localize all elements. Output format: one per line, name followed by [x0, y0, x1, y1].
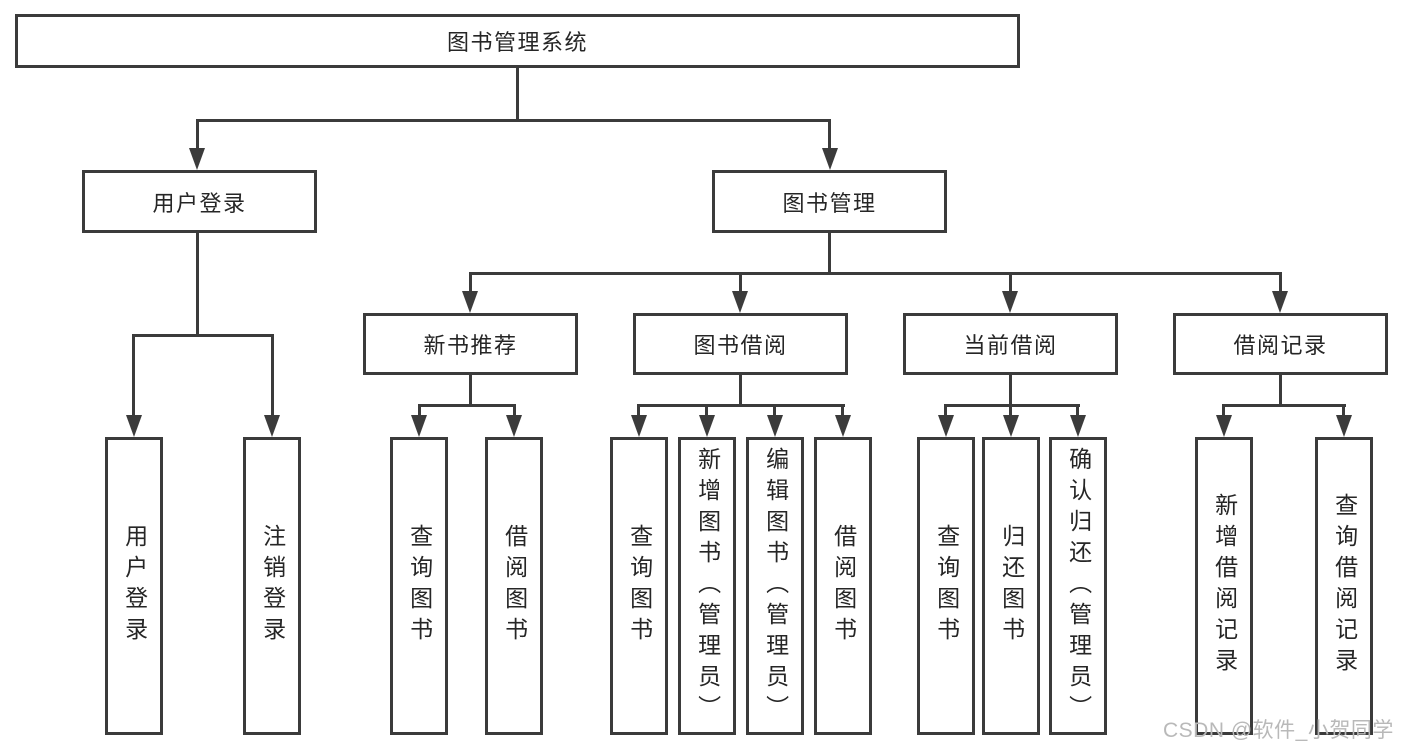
leaf-edit-books-admin: 编辑图书（管理员）: [746, 437, 804, 735]
connector-root-drop-left: [196, 119, 199, 150]
node-label: 归还图书: [998, 524, 1025, 648]
node-label: 查询图书: [933, 524, 960, 648]
connector-recommend-drop-1: [418, 404, 421, 417]
connector-root-stem: [516, 67, 519, 122]
node-label: 新增图书（管理员）: [694, 446, 721, 726]
node-label: 查询图书: [626, 524, 653, 648]
leaf-add-borrow-record: 新增借阅记录: [1195, 437, 1253, 735]
connector-current-crossbar: [944, 404, 1080, 407]
node-current-borrowing: 当前借阅: [903, 313, 1118, 375]
arrowhead-down-icon: [835, 415, 851, 437]
arrowhead-down-icon: [631, 415, 647, 437]
connector-user-login-drop-left: [132, 334, 135, 418]
leaf-query-books-current: 查询图书: [917, 437, 975, 735]
node-label: 新增借阅记录: [1211, 493, 1238, 679]
node-label: 注销登录: [259, 524, 286, 648]
node-borrowing-records: 借阅记录: [1173, 313, 1388, 375]
node-label: 编辑图书（管理员）: [762, 446, 789, 726]
connector-recommend-stem: [469, 375, 472, 407]
arrowhead-down-icon: [822, 148, 838, 170]
arrowhead-down-icon: [1272, 291, 1288, 313]
connector-book-mgmt-drop-2: [739, 272, 742, 293]
arrowhead-down-icon: [1003, 415, 1019, 437]
leaf-add-books-admin: 新增图书（管理员）: [678, 437, 736, 735]
connector-current-stem: [1009, 375, 1012, 407]
arrowhead-down-icon: [767, 415, 783, 437]
connector-borrowing-drop-4: [841, 404, 844, 417]
connector-book-mgmt-drop-4: [1279, 272, 1282, 293]
connector-user-login-drop-right: [271, 334, 274, 418]
connector-borrowing-crossbar: [637, 404, 845, 407]
leaf-return-books: 归还图书: [982, 437, 1040, 735]
arrowhead-down-icon: [1336, 415, 1352, 437]
node-label: 当前借阅: [963, 333, 1058, 358]
leaf-borrow-books-borrowing: 借阅图书: [814, 437, 872, 735]
leaf-query-borrow-record: 查询借阅记录: [1315, 437, 1373, 735]
connector-user-login-crossbar: [132, 334, 274, 337]
connector-current-drop-3: [1076, 404, 1079, 417]
leaf-query-books-borrowing: 查询图书: [610, 437, 668, 735]
arrowhead-down-icon: [189, 148, 205, 170]
arrowhead-down-icon: [1002, 291, 1018, 313]
connector-current-drop-2: [1009, 404, 1012, 417]
node-label: 新书推荐: [423, 333, 518, 358]
connector-records-drop-2: [1342, 404, 1345, 417]
leaf-user-login: 用户登录: [105, 437, 163, 735]
connector-root-crossbar: [196, 119, 831, 122]
node-book-borrowing: 图书借阅: [633, 313, 848, 375]
connector-current-drop-1: [944, 404, 947, 417]
node-label: 图书管理系统: [446, 30, 588, 55]
connector-borrowing-drop-1: [637, 404, 640, 417]
node-new-book-recommendation: 新书推荐: [363, 313, 578, 375]
connector-recommend-crossbar: [418, 404, 516, 407]
arrowhead-down-icon: [126, 415, 142, 437]
connector-records-drop-1: [1222, 404, 1225, 417]
node-label: 借阅记录: [1233, 333, 1328, 358]
leaf-query-books-recommend: 查询图书: [390, 437, 448, 735]
connector-records-crossbar: [1222, 404, 1346, 407]
connector-records-stem: [1279, 375, 1282, 407]
arrowhead-down-icon: [462, 291, 478, 313]
arrowhead-down-icon: [938, 415, 954, 437]
arrowhead-down-icon: [1216, 415, 1232, 437]
node-library-management-system: 图书管理系统: [15, 14, 1020, 68]
node-label: 借阅图书: [501, 524, 528, 648]
node-book-management: 图书管理: [712, 170, 947, 233]
connector-book-mgmt-crossbar: [469, 272, 1282, 275]
leaf-borrow-books-recommend: 借阅图书: [485, 437, 543, 735]
connector-root-drop-right: [828, 119, 831, 150]
node-label: 查询借阅记录: [1331, 493, 1358, 679]
connector-borrowing-drop-3: [773, 404, 776, 417]
node-label: 图书借阅: [693, 333, 788, 358]
arrowhead-down-icon: [264, 415, 280, 437]
node-user-login: 用户登录: [82, 170, 317, 233]
arrowhead-down-icon: [732, 291, 748, 313]
connector-book-mgmt-stem: [828, 233, 831, 275]
connector-book-mgmt-drop-3: [1009, 272, 1012, 293]
node-label: 图书管理: [782, 190, 877, 216]
connector-book-mgmt-drop-1: [469, 272, 472, 293]
node-label: 查询图书: [406, 524, 433, 648]
node-label: 借阅图书: [830, 524, 857, 648]
leaf-logout: 注销登录: [243, 437, 301, 735]
arrowhead-down-icon: [506, 415, 522, 437]
connector-borrowing-drop-2: [705, 404, 708, 417]
leaf-confirm-return-admin: 确认归还（管理员）: [1049, 437, 1107, 735]
node-label: 用户登录: [121, 524, 148, 648]
watermark: CSDN @软件_小贺同学: [1163, 719, 1394, 742]
connector-borrowing-stem: [739, 375, 742, 407]
connector-recommend-drop-2: [513, 404, 516, 417]
arrowhead-down-icon: [699, 415, 715, 437]
arrowhead-down-icon: [1070, 415, 1086, 437]
arrowhead-down-icon: [411, 415, 427, 437]
node-label: 确认归还（管理员）: [1065, 446, 1092, 726]
node-label: 用户登录: [152, 190, 247, 216]
connector-user-login-stem: [196, 233, 199, 337]
